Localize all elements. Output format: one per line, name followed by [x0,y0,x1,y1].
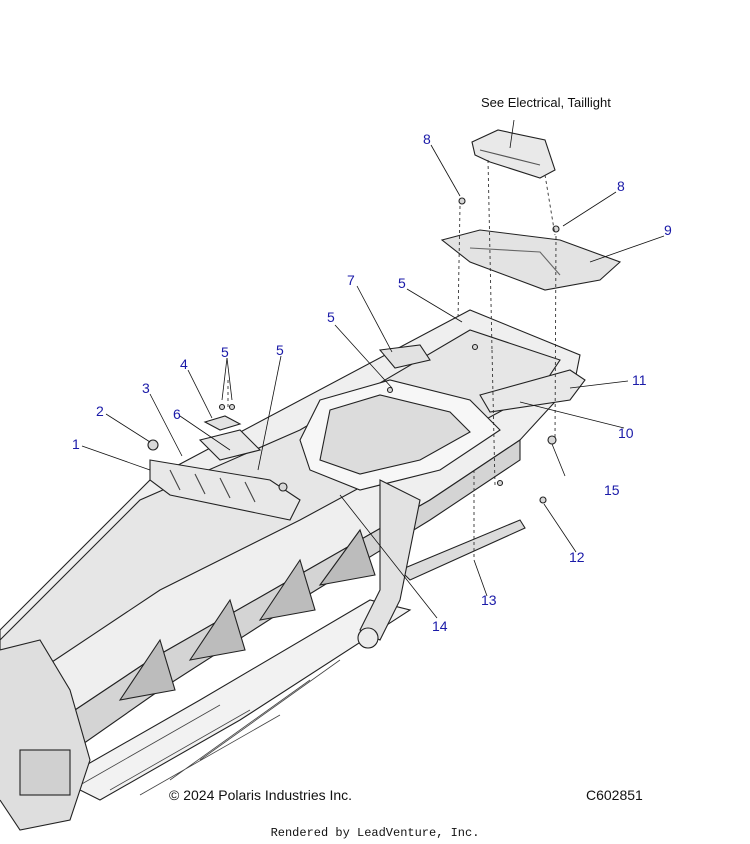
callout-8-a[interactable]: 8 [423,131,431,147]
taillight-reference-note: See Electrical, Taillight [481,95,611,110]
mount-7 [378,344,431,369]
callout-5-b[interactable]: 5 [276,342,284,358]
running-board [58,599,412,801]
callout-2[interactable]: 2 [96,403,104,419]
rendered-by-text: Rendered by LeadVenture, Inc. [270,826,480,840]
callout-1[interactable]: 1 [72,436,80,452]
callout-5-d[interactable]: 5 [327,309,335,325]
callout-10[interactable]: 10 [618,425,634,441]
callout-5-a[interactable]: 5 [221,344,229,360]
taillight [471,129,556,179]
callout-14[interactable]: 14 [432,618,448,634]
callout-12[interactable]: 12 [569,549,585,565]
plate-4 [203,415,242,431]
callout-15[interactable]: 15 [604,482,620,498]
callout-11[interactable]: 11 [632,372,647,388]
front-bumper [149,459,301,521]
bracket-6 [198,429,262,461]
callout-5-c[interactable]: 5 [398,275,406,291]
callout-9[interactable]: 9 [664,222,672,238]
callout-7[interactable]: 7 [347,272,355,288]
fasteners [147,197,560,504]
callout-4[interactable]: 4 [180,356,188,372]
skid-rail [399,519,526,581]
callout-13[interactable]: 13 [481,592,497,608]
rear-arm [359,479,421,641]
cover-panel [440,229,622,291]
callout-3[interactable]: 3 [142,380,150,396]
diagram-code: C602851 [586,787,643,803]
callout-8-b[interactable]: 8 [617,178,625,194]
callout-6[interactable]: 6 [173,406,181,422]
copyright-text: © 2024 Polaris Industries Inc. [169,787,353,803]
